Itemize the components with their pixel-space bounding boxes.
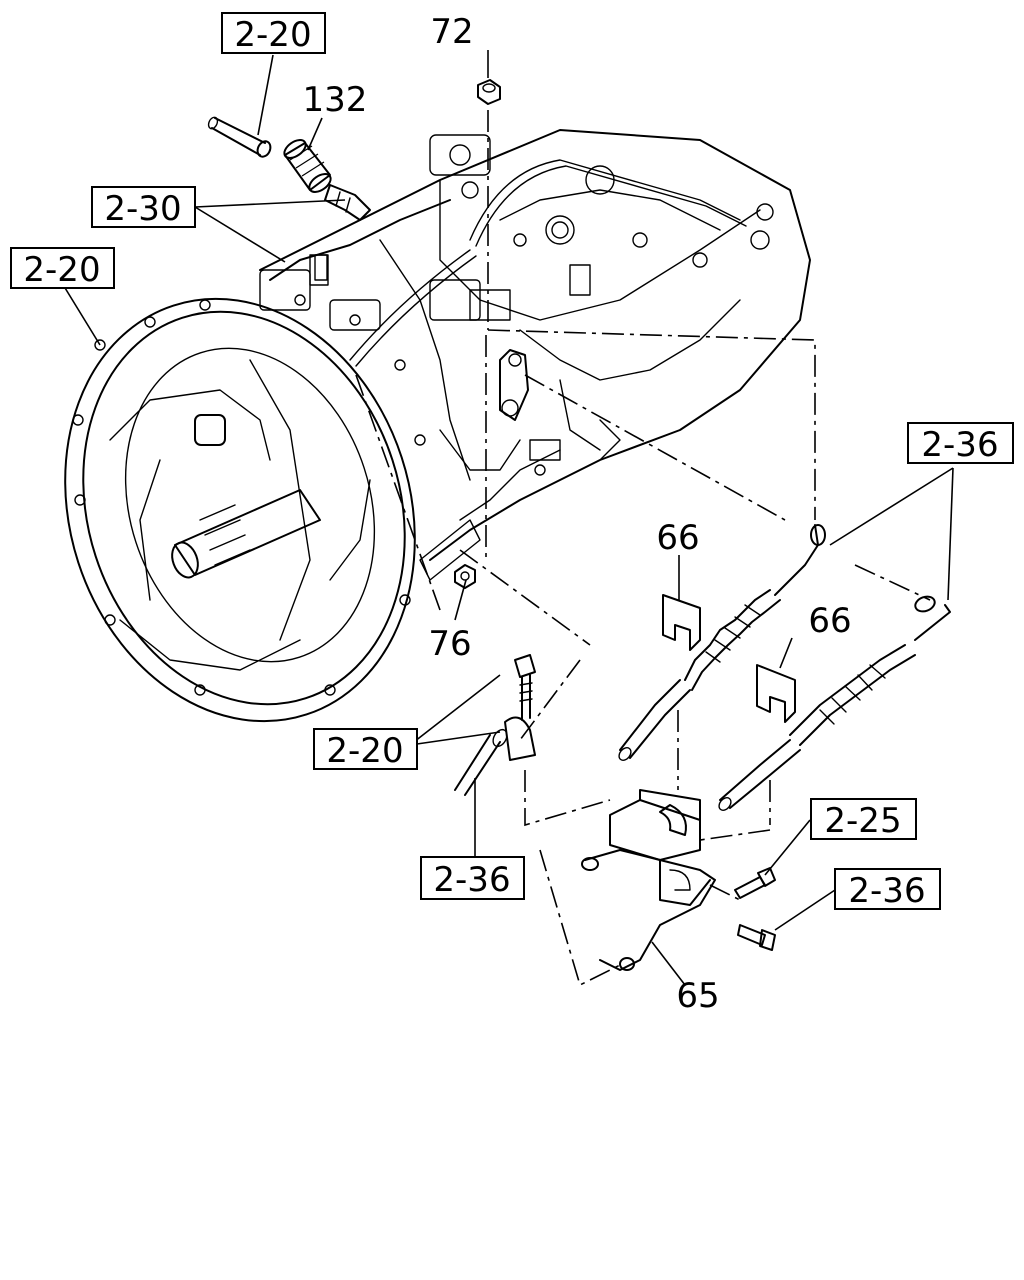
- callout-132: 132: [303, 80, 368, 120]
- ref-label-225: 2-25: [824, 801, 901, 841]
- pipe-top: [207, 116, 272, 158]
- transmission-assembly: [64, 129, 811, 723]
- leader-lines: [61, 50, 954, 986]
- bracket-65: [581, 789, 716, 971]
- bolt-236: [737, 924, 776, 951]
- callout-66-lower: 66: [808, 601, 851, 641]
- shift-cable-upper: [618, 524, 826, 761]
- ref-box-220-mid[interactable]: 2-20: [313, 728, 418, 771]
- ref-label-220-mid: 2-20: [326, 731, 403, 771]
- ref-label-236-bottom: 2-36: [848, 871, 925, 911]
- callout-76: 76: [428, 624, 471, 664]
- ref-label-220-top: 2-20: [234, 15, 311, 55]
- nut-76: [454, 564, 476, 589]
- sleeve-132: [283, 139, 332, 193]
- ref-label-236-right: 2-36: [921, 425, 998, 465]
- callout-72: 72: [430, 12, 473, 52]
- ref-box-220-left[interactable]: 2-20: [10, 247, 115, 290]
- assembly-lines: [355, 110, 931, 987]
- ref-box-220-top[interactable]: 2-20: [221, 12, 326, 55]
- ref-label-236-mid: 2-36: [433, 860, 510, 900]
- callout-65: 65: [676, 976, 719, 1016]
- ref-box-230[interactable]: 2-30: [91, 186, 196, 229]
- clip-66a: [662, 594, 701, 651]
- ref-label-220-left: 2-20: [23, 250, 100, 290]
- shift-cable-lower: [718, 595, 951, 811]
- ref-box-236-bottom[interactable]: 2-36: [834, 868, 941, 911]
- clip-66b: [756, 664, 796, 723]
- ref-box-236-right[interactable]: 2-36: [907, 422, 1014, 465]
- ref-box-225[interactable]: 2-25: [810, 798, 917, 841]
- bolt-225: [734, 867, 776, 899]
- fitting-230: [324, 184, 371, 221]
- ref-label-230: 2-30: [104, 189, 181, 229]
- ref-box-236-mid[interactable]: 2-36: [420, 856, 525, 900]
- callout-66-upper: 66: [656, 518, 699, 558]
- nut-72: [477, 79, 501, 105]
- bolt-clamp: [454, 654, 536, 796]
